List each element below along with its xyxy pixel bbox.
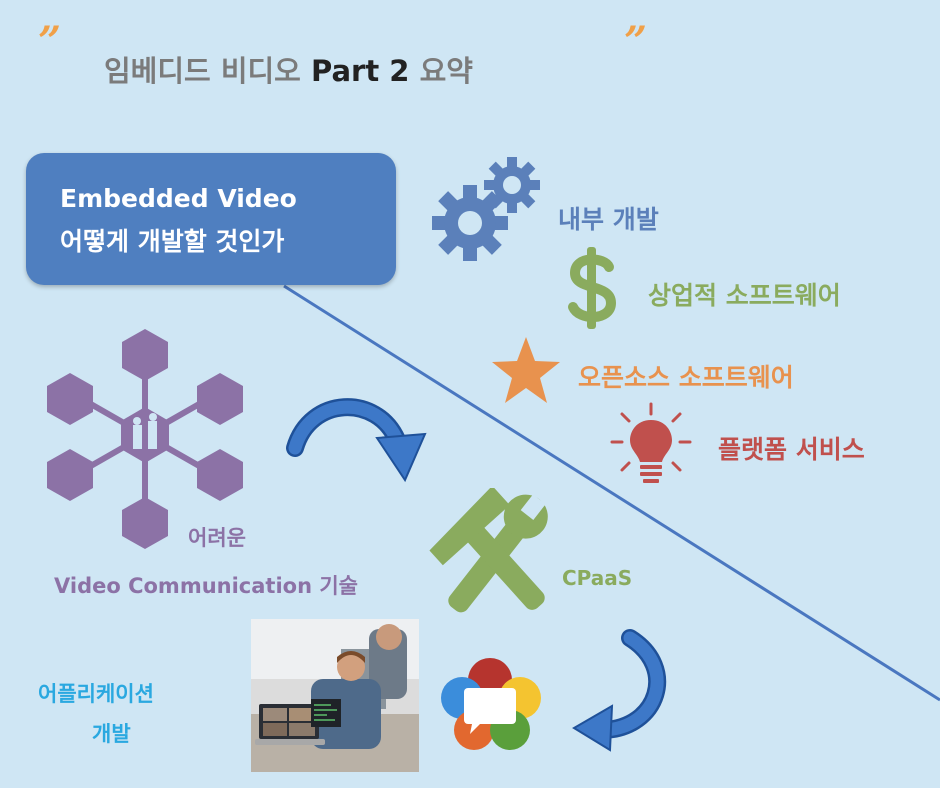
option-open-source-software: 오픈소스 소프트웨어 xyxy=(578,363,794,392)
dollar-icon xyxy=(568,247,617,329)
option-internal-development: 내부 개발 xyxy=(558,205,659,234)
option-platform-service: 플랫폼 서비스 xyxy=(718,435,865,464)
callout-line-2: 어떻게 개발할 것인가 xyxy=(60,227,285,256)
application-development-label-2: 개발 xyxy=(92,722,131,746)
callout-line-1: Embedded Video xyxy=(60,184,297,213)
curved-arrow-icon xyxy=(286,398,427,483)
option-commercial-software: 상업적 소프트웨어 xyxy=(648,281,841,310)
close-quote-mark: ” xyxy=(624,18,648,65)
page-title: 임베디드 비디오 Part 2 요약 xyxy=(104,48,473,90)
video-meeting-photo xyxy=(251,619,419,772)
callout-box xyxy=(26,153,396,285)
curved-arrow-icon xyxy=(572,629,666,752)
webrtc-logo-icon xyxy=(441,658,541,750)
title-part: Part 2 xyxy=(310,54,410,88)
title-suffix: 요약 xyxy=(419,54,473,88)
star-icon xyxy=(492,337,560,403)
tools-icon xyxy=(429,488,548,613)
gears-icon xyxy=(432,157,540,261)
video-communication-technology-label: Video Communication 기술 xyxy=(54,574,358,598)
open-quote-mark: ” xyxy=(38,18,62,65)
difficulty-label: 어려운 xyxy=(188,526,246,550)
lightbulb-icon xyxy=(610,402,692,483)
application-development-label-1: 어플리케이션 xyxy=(38,682,154,706)
hexagon-network-icon xyxy=(47,329,243,549)
title-korean: 임베디드 비디오 xyxy=(104,54,301,88)
cpaas-label: CPaaS xyxy=(562,566,633,590)
